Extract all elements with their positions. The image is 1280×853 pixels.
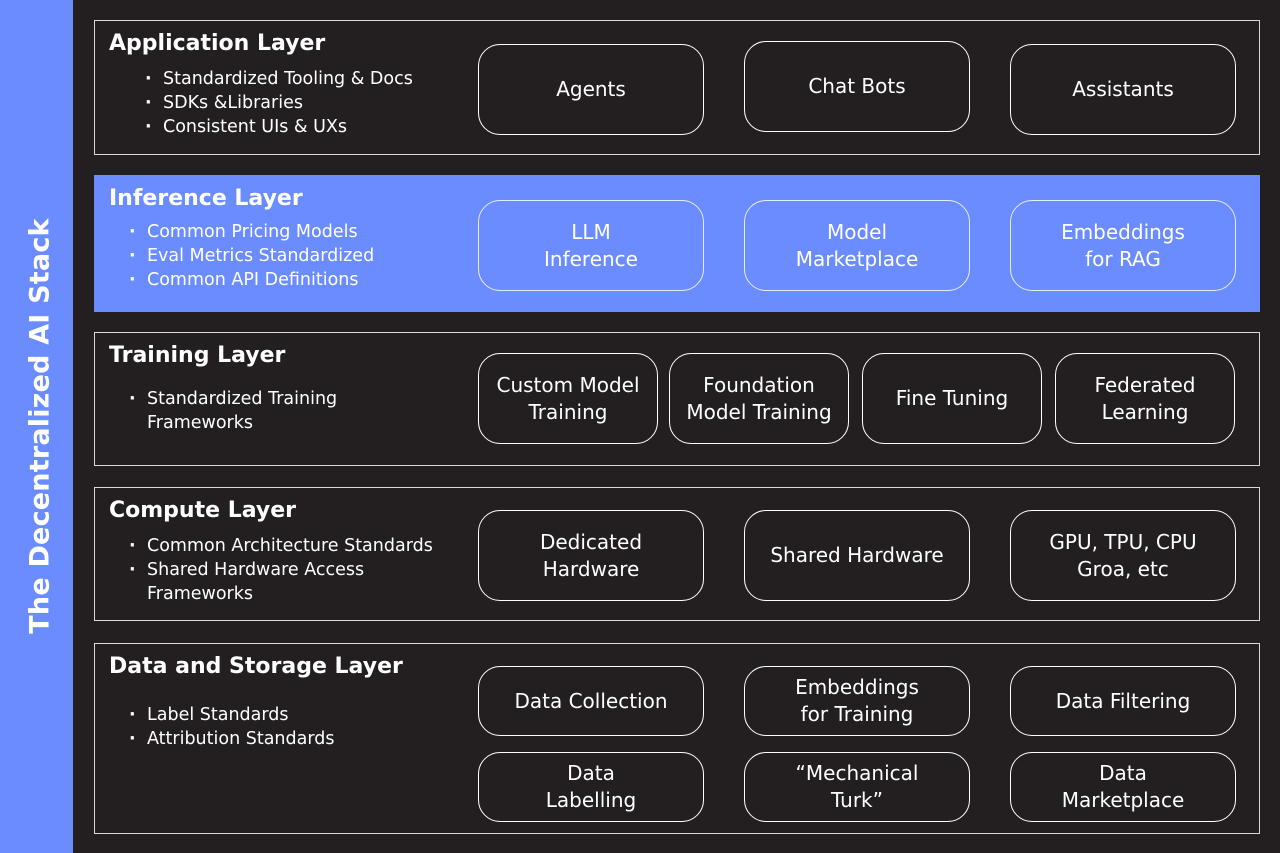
component-box: Embeddings for Training xyxy=(744,666,970,736)
bullet-item: Common Pricing Models xyxy=(129,220,374,244)
layer-title: Training Layer xyxy=(109,343,286,368)
layer-title: Inference Layer xyxy=(109,186,303,211)
component-box: Fine Tuning xyxy=(862,353,1042,444)
bullet-list: Common Architecture Standards Shared Har… xyxy=(129,534,433,606)
component-box: Model Marketplace xyxy=(744,200,970,291)
component-box: GPU, TPU, CPU Groa, etc xyxy=(1010,510,1236,601)
bullet-list: Standardized Tooling & Docs SDKs &Librar… xyxy=(145,67,413,139)
component-box: LLM Inference xyxy=(478,200,704,291)
component-box: Embeddings for RAG xyxy=(1010,200,1236,291)
data-storage-layer: Data and Storage Layer Label Standards A… xyxy=(94,643,1260,834)
sidebar: The Decentralized AI Stack xyxy=(0,0,73,853)
bullet-item: Standardized Tooling & Docs xyxy=(145,67,413,91)
layer-title: Application Layer xyxy=(109,31,326,56)
training-layer: Training Layer Standardized Training Fra… xyxy=(94,332,1260,466)
bullet-item: Standardized Training Frameworks xyxy=(129,387,337,435)
bullet-item: Common API Definitions xyxy=(129,268,374,292)
layer-title: Data and Storage Layer xyxy=(109,654,403,679)
bullet-list: Standardized Training Frameworks xyxy=(129,387,337,435)
application-layer: Application Layer Standardized Tooling &… xyxy=(94,20,1260,155)
component-box: Agents xyxy=(478,44,704,135)
bullet-item: Shared Hardware Access Frameworks xyxy=(129,558,433,606)
component-box: Data Marketplace xyxy=(1010,752,1236,822)
diagram-title: The Decentralized AI Stack xyxy=(24,218,56,634)
component-box: “Mechanical Turk” xyxy=(744,752,970,822)
bullet-item: Attribution Standards xyxy=(129,727,334,751)
bullet-item: Common Architecture Standards xyxy=(129,534,433,558)
component-box: Data Filtering xyxy=(1010,666,1236,736)
component-box: Chat Bots xyxy=(744,41,970,132)
component-box: Shared Hardware xyxy=(744,510,970,601)
bullet-list: Label Standards Attribution Standards xyxy=(129,703,334,751)
compute-layer: Compute Layer Common Architecture Standa… xyxy=(94,487,1260,621)
component-box: Foundation Model Training xyxy=(669,353,849,444)
bullet-item: SDKs &Libraries xyxy=(145,91,413,115)
inference-layer: Inference Layer Common Pricing Models Ev… xyxy=(94,175,1260,312)
component-box: Federated Learning xyxy=(1055,353,1235,444)
bullet-list: Common Pricing Models Eval Metrics Stand… xyxy=(129,220,374,292)
component-box: Dedicated Hardware xyxy=(478,510,704,601)
bullet-item: Label Standards xyxy=(129,703,334,727)
component-box: Data Collection xyxy=(478,666,704,736)
component-box: Data Labelling xyxy=(478,752,704,822)
layer-title: Compute Layer xyxy=(109,498,296,523)
bullet-item: Consistent UIs & UXs xyxy=(145,115,413,139)
component-box: Assistants xyxy=(1010,44,1236,135)
bullet-item: Eval Metrics Standardized xyxy=(129,244,374,268)
component-box: Custom Model Training xyxy=(478,353,658,444)
